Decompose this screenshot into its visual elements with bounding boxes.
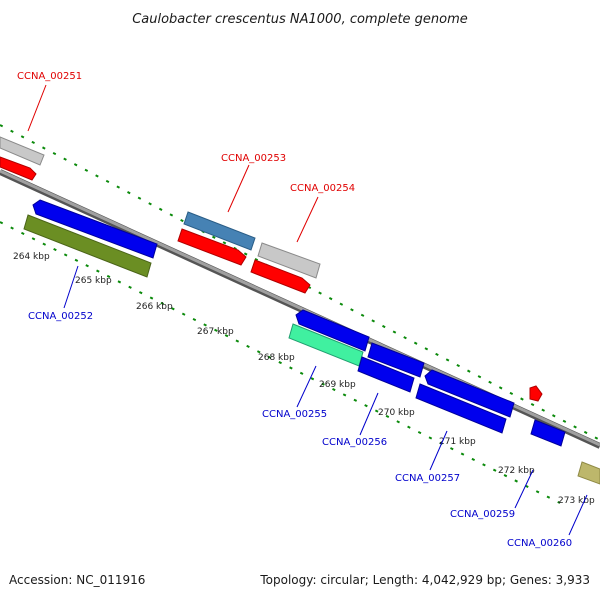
gene-feature-ccna-00257[interactable] [415, 383, 507, 434]
gene-feature-ccna-00251[interactable] [0, 136, 45, 166]
tick-label-270: 270 kbp [378, 408, 415, 418]
gene-feature-ccna-00259[interactable] [530, 419, 566, 447]
scale-tick-labels: 264 kbp 265 kbp 266 kbp 267 kbp 268 kbp … [13, 252, 595, 506]
gene-label-ccna-00252[interactable]: CCNA_00252 [28, 311, 93, 322]
tick-label-264: 264 kbp [13, 252, 50, 262]
tick-label-271: 271 kbp [439, 437, 476, 447]
gene-label-ccna-00251[interactable]: CCNA_00251 [17, 71, 82, 82]
gene-label-ccna-00255[interactable]: CCNA_00255 [262, 409, 327, 420]
gene-feature-ccna-00253-cds[interactable] [177, 228, 247, 266]
gene-feature-ccna-00256[interactable] [357, 356, 415, 393]
leader-lines [27, 84, 588, 536]
gene-label-ccna-00257[interactable]: CCNA_00257 [395, 473, 460, 484]
gene-feature-ccna-00253[interactable] [183, 211, 256, 251]
gene-feature-ccna-00251-cds[interactable] [0, 156, 37, 181]
tick-label-265: 265 kbp [75, 276, 112, 286]
gene-label-ccna-00259[interactable]: CCNA_00259 [450, 509, 515, 520]
tick-label-269: 269 kbp [319, 380, 356, 390]
gene-feature-ccna-00260[interactable] [577, 461, 600, 485]
gene-label-ccna-00253[interactable]: CCNA_00253 [221, 153, 286, 164]
gene-feature-ccna-00254-cds[interactable] [250, 259, 311, 294]
gene-feature-small-red[interactable] [529, 385, 543, 402]
gene-feature-blue-a[interactable] [367, 342, 425, 378]
gene-features [0, 136, 600, 485]
tick-label-273: 273 kbp [558, 496, 595, 506]
tick-label-266: 266 kbp [136, 302, 173, 312]
gene-feature-blue-b[interactable] [424, 369, 515, 418]
scale-ring [0, 221, 561, 504]
gene-labels: CCNA_00251 CCNA_00253 CCNA_00254 CCNA_00… [17, 71, 572, 549]
gene-feature-ccna-00254[interactable] [257, 242, 321, 279]
gene-feature-ccna-00252[interactable] [23, 214, 152, 278]
gene-feature-blue-long[interactable] [32, 199, 158, 259]
gene-label-ccna-00260[interactable]: CCNA_00260 [507, 538, 572, 549]
gene-label-ccna-00254[interactable]: CCNA_00254 [290, 183, 355, 194]
gene-feature-blue-mid[interactable] [295, 309, 370, 352]
map-title: Caulobacter crescentus NA1000, complete … [132, 12, 468, 27]
genome-summary-text: Topology: circular; Length: 4,042,929 bp… [260, 573, 590, 587]
tick-label-268: 268 kbp [258, 353, 295, 363]
tick-label-267: 267 kbp [197, 327, 234, 337]
tick-label-272: 272 kbp [498, 466, 535, 476]
gene-label-ccna-00256[interactable]: CCNA_00256 [322, 437, 387, 448]
accession-text: Accession: NC_011916 [9, 573, 146, 587]
